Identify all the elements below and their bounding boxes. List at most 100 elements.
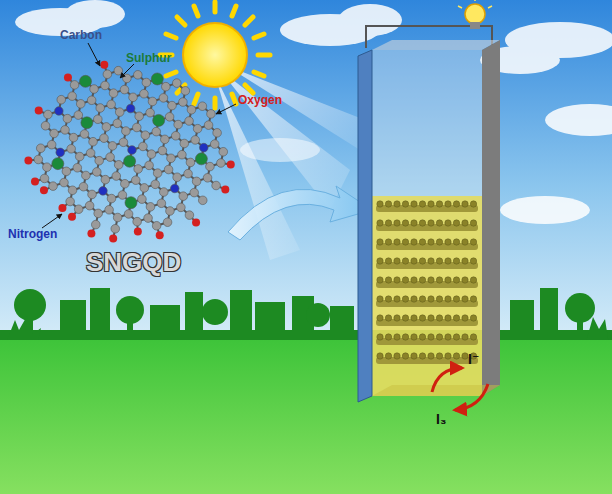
dye-particle bbox=[394, 334, 400, 340]
sngqd-molecule bbox=[24, 61, 234, 243]
carbon-atom bbox=[120, 85, 129, 94]
dye-particle bbox=[385, 258, 391, 264]
carbon-atom bbox=[132, 123, 141, 132]
dye-particle bbox=[394, 201, 400, 207]
dye-particle bbox=[428, 239, 434, 245]
carbon-atom bbox=[206, 162, 215, 171]
carbon-atom bbox=[217, 159, 226, 168]
dye-particle bbox=[394, 277, 400, 283]
dye-particle bbox=[428, 334, 434, 340]
carbon-atom bbox=[173, 173, 182, 182]
dye-particle bbox=[385, 239, 391, 245]
dye-particle bbox=[445, 334, 451, 340]
carbon-atom bbox=[86, 149, 95, 158]
dye-particle bbox=[385, 220, 391, 226]
dye-particle bbox=[462, 239, 468, 245]
carbon-atom bbox=[146, 203, 155, 212]
oxygen-atom bbox=[100, 61, 108, 69]
dye-particle bbox=[402, 334, 408, 340]
sulphur-atom bbox=[80, 75, 92, 87]
bonds bbox=[38, 71, 223, 229]
carbon-atom bbox=[40, 174, 49, 183]
carbon-atom bbox=[108, 142, 117, 151]
dye-particle bbox=[462, 353, 468, 359]
carbon-atom bbox=[129, 93, 138, 102]
dye-particle bbox=[402, 277, 408, 283]
dye-particle bbox=[445, 277, 451, 283]
dye-particle bbox=[394, 220, 400, 226]
dye-particle bbox=[419, 220, 425, 226]
material-name: SNGQD bbox=[86, 248, 181, 277]
carbon-atom bbox=[96, 104, 105, 113]
oxygen-atom bbox=[58, 204, 66, 212]
carbon-atom bbox=[204, 121, 213, 130]
dye-particle bbox=[445, 201, 451, 207]
carbon-atom bbox=[186, 158, 195, 167]
carbon-atom bbox=[198, 196, 207, 205]
dye-particle bbox=[462, 258, 468, 264]
dye-particle bbox=[445, 258, 451, 264]
carbon-atom bbox=[171, 131, 180, 140]
leader-lines bbox=[42, 43, 236, 228]
dye-particle bbox=[436, 315, 442, 321]
dye-particle bbox=[436, 201, 442, 207]
dye-particle bbox=[436, 277, 442, 283]
dye-particle bbox=[453, 277, 459, 283]
dye-particle bbox=[470, 296, 476, 302]
dye-particle bbox=[453, 220, 459, 226]
carbon-atom bbox=[121, 179, 130, 188]
nitrogen-atom bbox=[126, 104, 135, 113]
carbon-atom bbox=[133, 217, 142, 226]
carbon-atom bbox=[174, 120, 183, 129]
dye-particle bbox=[385, 334, 391, 340]
dye-particle bbox=[394, 239, 400, 245]
carbon-atom bbox=[73, 163, 82, 172]
sulphur-atom bbox=[52, 158, 64, 170]
carbon-atom bbox=[168, 101, 177, 110]
nitrogen-atom bbox=[170, 184, 179, 193]
oxygen-atom bbox=[87, 230, 95, 238]
carbon-atom bbox=[36, 144, 45, 153]
carbon-atom bbox=[80, 130, 89, 139]
nitrogen-atom bbox=[199, 143, 208, 152]
carbon-atom bbox=[90, 85, 99, 94]
dye-particle bbox=[428, 258, 434, 264]
nitrogen-atom bbox=[56, 148, 65, 157]
carbon-atom bbox=[100, 134, 109, 143]
oxygen-atom bbox=[156, 231, 164, 239]
carbon-atom bbox=[177, 203, 186, 212]
carbon-atom bbox=[140, 89, 149, 98]
carbon-atom bbox=[43, 163, 52, 172]
dye-particle bbox=[411, 315, 417, 321]
dye-particle bbox=[470, 315, 476, 321]
oxygen-atom bbox=[221, 185, 229, 193]
dye-particle bbox=[428, 315, 434, 321]
atom-label: Oxygen bbox=[238, 94, 282, 107]
dye-particle bbox=[428, 353, 434, 359]
carbon-atom bbox=[166, 207, 175, 216]
oxygen-atom bbox=[64, 73, 72, 81]
carbon-atom bbox=[74, 111, 83, 120]
carbon-atom bbox=[50, 129, 59, 138]
nitrogen-atom bbox=[128, 146, 137, 155]
dye-particle bbox=[377, 258, 383, 264]
dye-particle bbox=[402, 315, 408, 321]
oxygen-atom bbox=[134, 228, 142, 236]
dye-particle bbox=[377, 334, 383, 340]
carbon-atom bbox=[114, 66, 123, 75]
carbon-atom bbox=[47, 140, 56, 149]
carbon-atom bbox=[193, 124, 202, 133]
oxygen-atom bbox=[68, 213, 76, 221]
dye-particle bbox=[419, 277, 425, 283]
nitrogen-atom bbox=[55, 107, 64, 116]
dye-particle bbox=[377, 277, 383, 283]
sun bbox=[160, 2, 270, 108]
dye-particle bbox=[402, 353, 408, 359]
dye-particle bbox=[411, 258, 417, 264]
carbon-atom bbox=[63, 114, 72, 123]
dye-particle bbox=[411, 277, 417, 283]
sulphur-atom bbox=[124, 155, 136, 167]
dye-particle bbox=[445, 239, 451, 245]
oxygen-atom bbox=[40, 186, 48, 194]
